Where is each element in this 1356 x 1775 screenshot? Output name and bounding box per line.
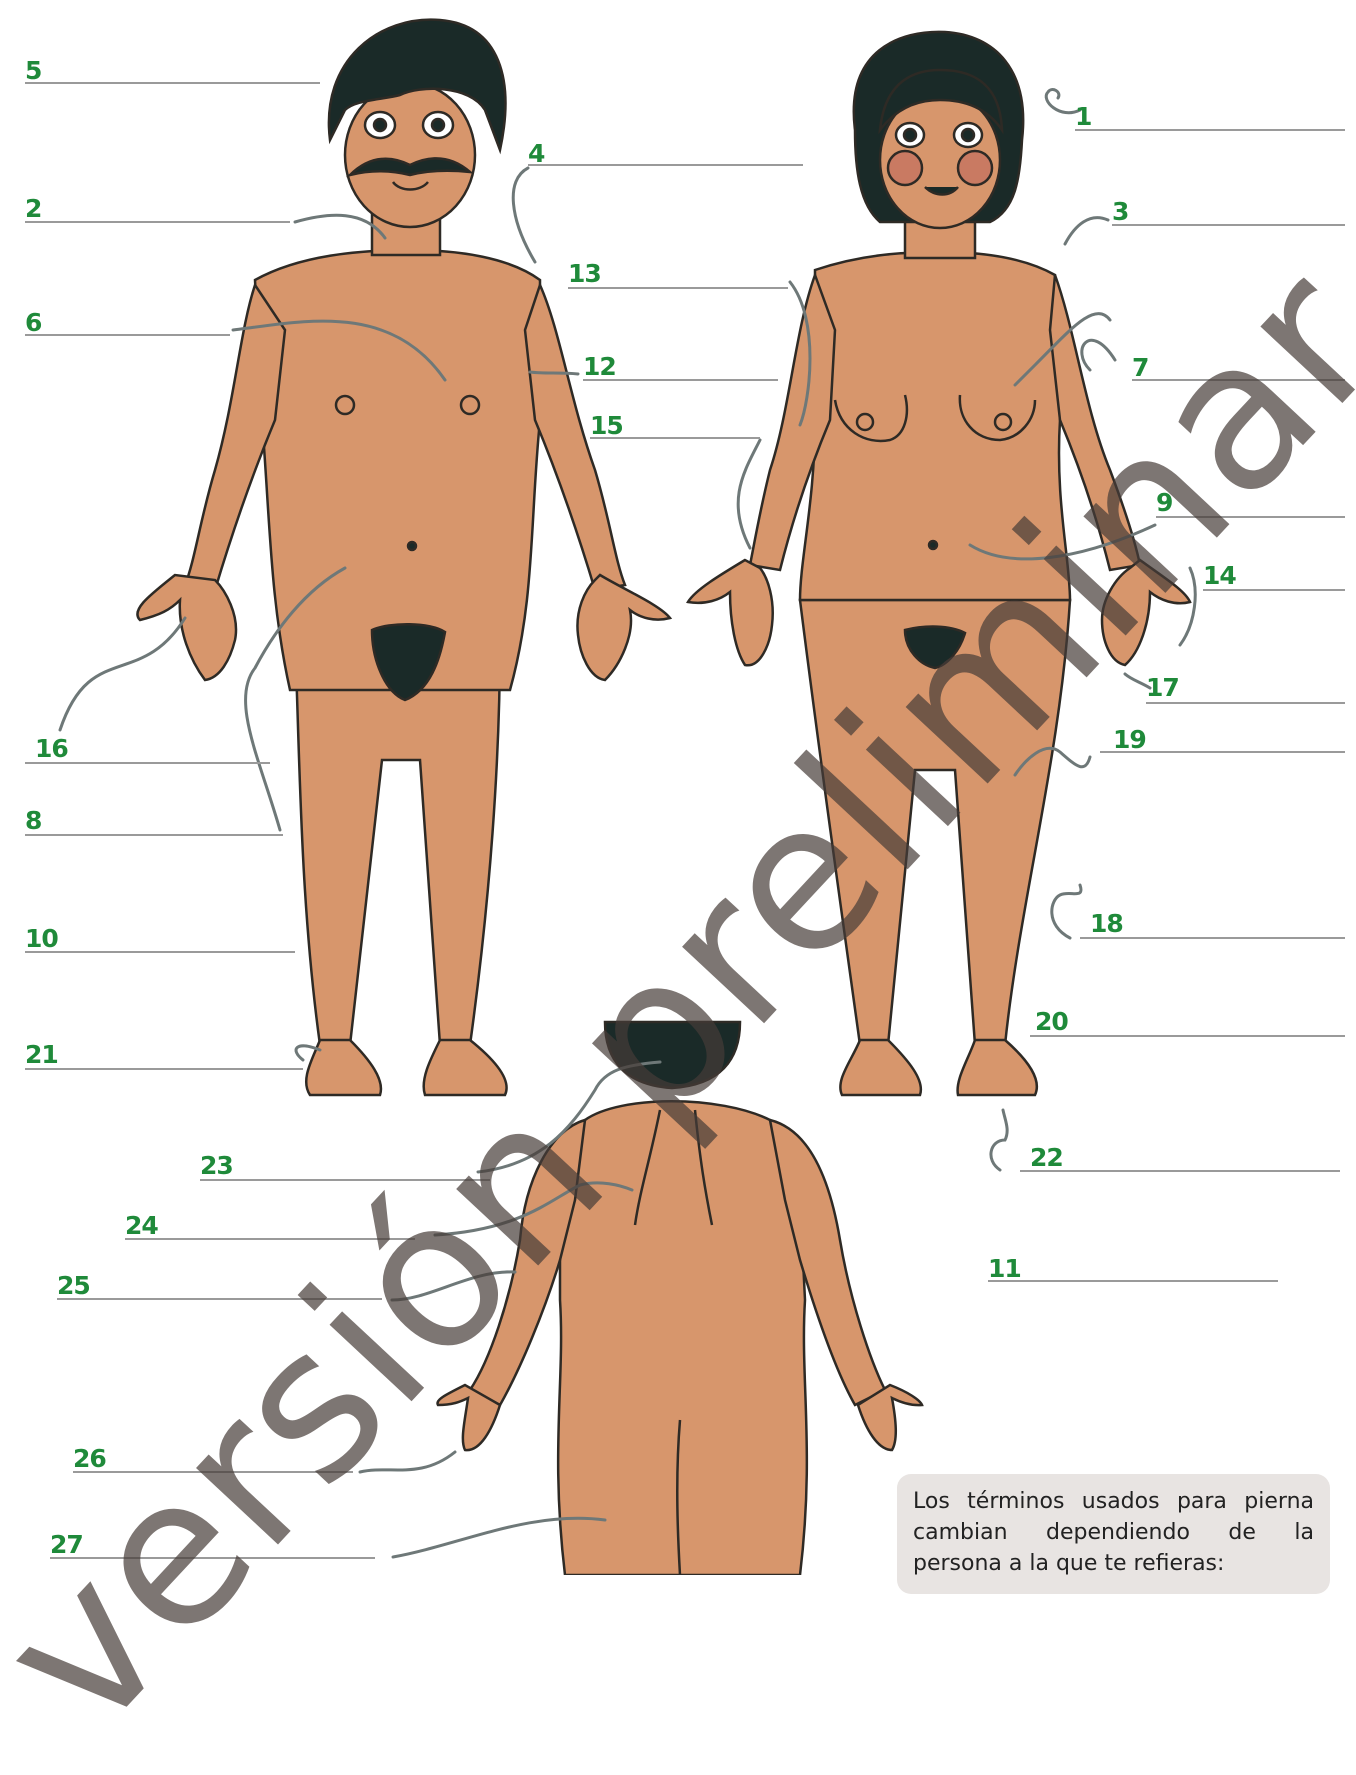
answer-line-5[interactable] (25, 82, 320, 84)
label-24: 24 (125, 1211, 158, 1240)
label-3: 3 (1112, 197, 1128, 226)
label-6: 6 (25, 308, 41, 337)
answer-line-16[interactable] (25, 762, 270, 764)
answer-line-7[interactable] (1132, 379, 1345, 381)
answer-line-9[interactable] (1156, 516, 1345, 518)
label-15: 15 (590, 411, 623, 440)
answer-line-19[interactable] (1100, 751, 1345, 753)
note-text: Los términos usados para pierna cambian … (913, 1489, 1314, 1576)
answer-line-14[interactable] (1203, 589, 1345, 591)
label-12: 12 (583, 352, 616, 381)
label-26: 26 (73, 1444, 106, 1473)
label-20: 20 (1035, 1007, 1068, 1036)
answer-line-18[interactable] (1080, 937, 1345, 939)
answer-line-2[interactable] (25, 221, 290, 223)
answer-line-24[interactable] (125, 1238, 415, 1240)
answer-line-27[interactable] (50, 1557, 375, 1559)
answer-line-10[interactable] (25, 951, 295, 953)
label-5: 5 (25, 56, 41, 85)
answer-line-22[interactable] (1020, 1170, 1340, 1172)
label-7: 7 (1132, 353, 1148, 382)
label-16: 16 (35, 734, 68, 763)
label-17: 17 (1146, 673, 1179, 702)
answer-line-6[interactable] (25, 334, 230, 336)
label-18: 18 (1090, 909, 1123, 938)
answer-line-4[interactable] (528, 164, 803, 166)
answer-line-13[interactable] (568, 287, 788, 289)
answer-line-11[interactable] (988, 1280, 1278, 1282)
label-1: 1 (1075, 102, 1091, 131)
label-8: 8 (25, 806, 41, 835)
label-25: 25 (57, 1271, 90, 1300)
answer-line-1[interactable] (1075, 129, 1345, 131)
label-22: 22 (1030, 1143, 1063, 1172)
label-13: 13 (568, 259, 601, 288)
label-23: 23 (200, 1151, 233, 1180)
answer-line-17[interactable] (1146, 702, 1345, 704)
answer-line-26[interactable] (73, 1471, 353, 1473)
label-27: 27 (50, 1530, 83, 1559)
label-2: 2 (25, 194, 41, 223)
body-parts-diagram (0, 0, 1356, 1575)
answer-line-25[interactable] (57, 1298, 382, 1300)
answer-line-8[interactable] (25, 834, 283, 836)
answer-line-15[interactable] (590, 437, 760, 439)
answer-line-12[interactable] (583, 379, 778, 381)
label-19: 19 (1113, 725, 1146, 754)
male-figure (137, 20, 670, 1095)
back-figure (437, 1022, 922, 1575)
label-11: 11 (988, 1254, 1021, 1283)
label-9: 9 (1156, 488, 1172, 517)
answer-line-20[interactable] (1030, 1035, 1345, 1037)
label-10: 10 (25, 924, 58, 953)
answer-line-21[interactable] (25, 1068, 303, 1070)
answer-line-23[interactable] (200, 1179, 490, 1181)
note-box: Los términos usados para pierna cambian … (897, 1474, 1330, 1594)
label-21: 21 (25, 1040, 58, 1069)
answer-line-3[interactable] (1112, 224, 1345, 226)
label-14: 14 (1203, 561, 1236, 590)
